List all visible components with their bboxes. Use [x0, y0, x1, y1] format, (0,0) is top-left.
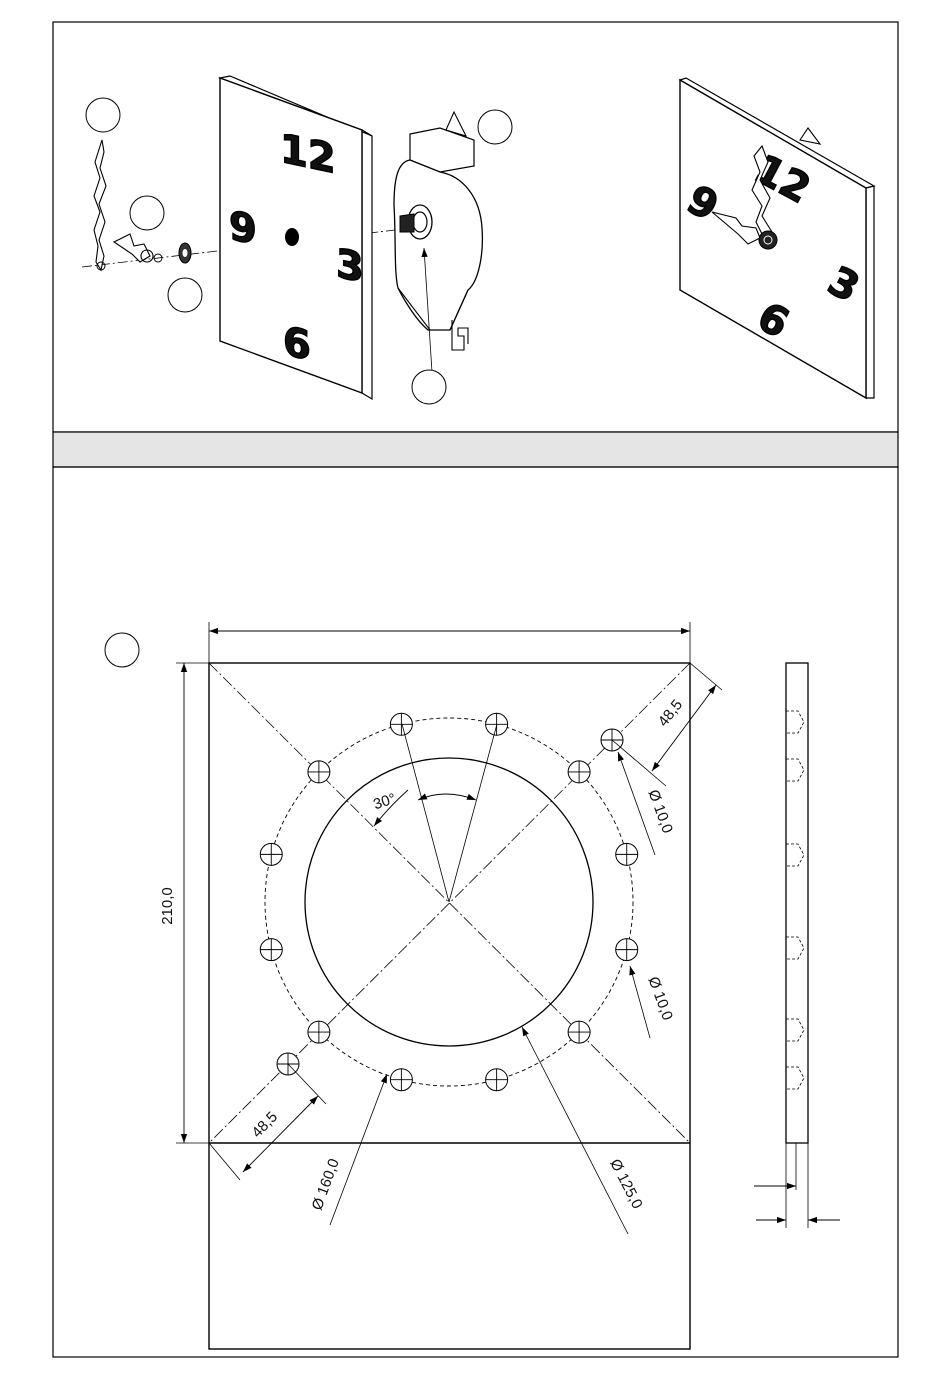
drawing-callout-circle: [105, 633, 139, 667]
callout-circle-3: [168, 278, 202, 312]
diag-bottom-ext-a: [209, 1143, 240, 1180]
bolt-circle-leader: [330, 1074, 387, 1225]
hole-top-label: Ø 10,0: [645, 787, 676, 835]
hex-nut-bore: [183, 249, 188, 257]
finished-hanger: [800, 128, 820, 144]
callout-circle-5: [412, 370, 446, 404]
dial-numeral-6: 6: [283, 317, 311, 370]
side-view-outline: [786, 663, 808, 1143]
hole-right-leader: [630, 966, 650, 1038]
callout-circle-4: [478, 110, 512, 144]
callout-circle-1: [86, 98, 120, 132]
hour-hand: [114, 234, 150, 262]
callout-circle-2: [130, 196, 164, 230]
finished-clock: 12 9 3 6: [679, 78, 874, 398]
diag-top-label: 48,5: [655, 696, 686, 729]
angle-ray-2: [449, 724, 497, 902]
exploded-assembly: 12 9 3 6: [82, 76, 512, 404]
board-outline: [209, 663, 690, 1349]
diag-bottom-label: 48,5: [249, 1108, 282, 1141]
dial-numeral-9: 9: [229, 201, 257, 254]
section-header-bar: [53, 432, 898, 467]
dial-numeral-3: 3: [336, 239, 364, 292]
angle-label: 30°: [371, 790, 398, 813]
dial-center-hole: [285, 228, 299, 246]
angle-arc-right: [418, 794, 476, 800]
side-view-hidden-hole: [786, 1067, 804, 1089]
diag-bottom-ext-b: [288, 1064, 326, 1104]
side-view-hidden-hole: [786, 937, 804, 959]
bottom-panel-frame: [53, 467, 898, 1357]
finished-hub: [759, 231, 777, 249]
technical-drawing: 210,0 48,5 48,5 30° Ø 10,0 Ø 10,0 Ø 160,…: [105, 622, 840, 1349]
movement-body: [394, 160, 482, 330]
center-circle-leader: [522, 1027, 628, 1234]
side-view-hidden-hole: [786, 759, 804, 781]
angle-ray-1: [402, 724, 449, 902]
height-dimension-label: 210,0: [159, 887, 176, 925]
diag-top-dim-line: [652, 685, 716, 771]
diag-top-ext-a: [690, 663, 722, 690]
hole-right-label: Ø 10,0: [645, 974, 676, 1022]
side-view-hidden-hole: [786, 844, 804, 866]
movement-spindle: [400, 214, 414, 232]
movement-pendulum-hook: [452, 320, 468, 350]
side-view-hidden-holes: [786, 711, 804, 1089]
minute-hand: [94, 140, 106, 270]
side-view-hidden-hole: [786, 711, 804, 733]
finished-board-side: [866, 186, 874, 398]
side-view-hidden-hole: [786, 1019, 804, 1041]
